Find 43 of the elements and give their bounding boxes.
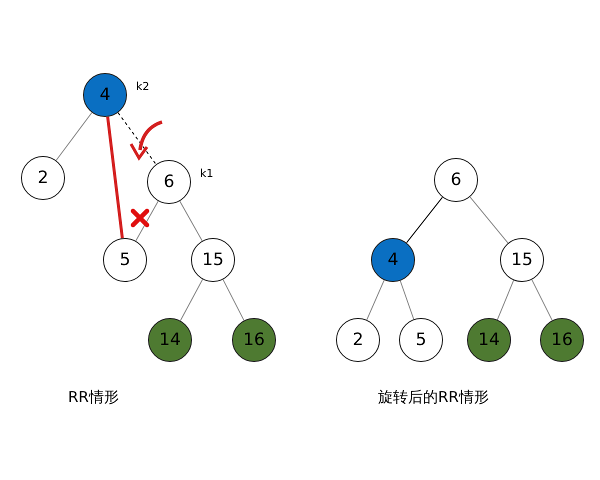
- connector-line: [496, 280, 514, 320]
- tree-node-circle: [232, 318, 276, 362]
- tree-node-circle: [148, 318, 192, 362]
- node-tag: k1: [200, 167, 214, 180]
- node-value: 6: [162, 172, 176, 192]
- connector-line: [106, 116, 124, 238]
- node-tag: k2: [136, 80, 150, 93]
- node-value: 4: [98, 85, 112, 105]
- tree-node-circle: [399, 318, 443, 362]
- tree-node-circle: [371, 238, 415, 282]
- tree-node-circle: [540, 318, 584, 362]
- connector-line: [179, 200, 203, 242]
- caption-text: RR情形: [68, 388, 119, 407]
- caption-text: 旋转后的RR情形: [378, 388, 489, 407]
- node-value: 16: [242, 330, 266, 350]
- node-value: 15: [201, 250, 225, 270]
- tree-node-circle: [103, 238, 147, 282]
- tree-node-circle: [336, 318, 380, 362]
- connector-line: [222, 279, 244, 321]
- node-value: 14: [477, 330, 501, 350]
- node-value: 5: [118, 250, 132, 270]
- tree-node-circle: [191, 238, 235, 282]
- connector-line: [56, 112, 92, 161]
- connector-line: [135, 200, 159, 242]
- tree-node-circle: [434, 158, 478, 202]
- connector-line: [180, 278, 204, 322]
- node-value: 4: [386, 250, 400, 270]
- node-value: 14: [158, 330, 182, 350]
- tree-node-circle: [467, 318, 511, 362]
- connector-line: [118, 112, 156, 165]
- connector-line: [470, 196, 508, 244]
- connector-line: [531, 279, 553, 321]
- tree-node-circle: [21, 156, 65, 200]
- node-value: 16: [550, 330, 574, 350]
- connector-line: [366, 280, 385, 320]
- tree-node-circle: [500, 238, 544, 282]
- node-value: 2: [36, 168, 50, 188]
- connector-line: [406, 196, 443, 244]
- node-value: 6: [450, 170, 462, 190]
- connector-line: [400, 280, 414, 320]
- node-value: 15: [510, 250, 534, 270]
- node-value: 2: [352, 330, 364, 350]
- node-value: 5: [414, 330, 428, 350]
